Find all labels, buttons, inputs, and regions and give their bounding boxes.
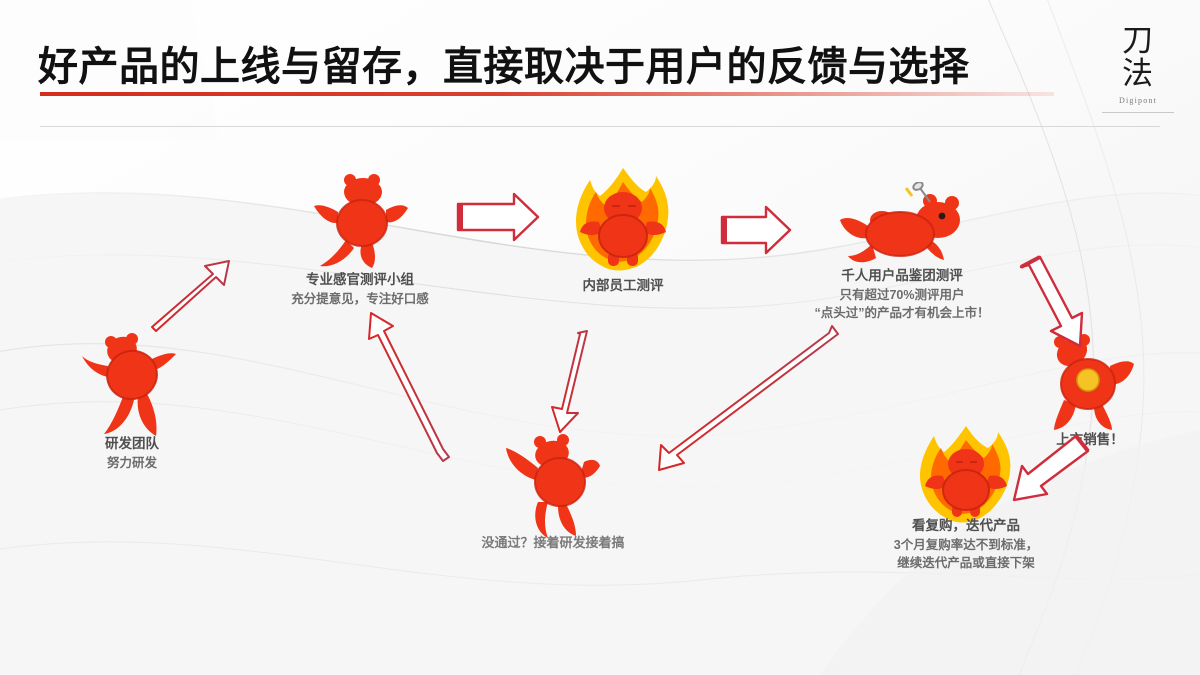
node-repurchase-caption: 看复购，迭代产品 3个月复购率达不到标准， 继续迭代产品或直接下架 [806,516,1126,573]
node-sensory-panel[interactable]: 专业感官测评小组 充分提意见，专注好口感 [291,168,429,306]
mascot-flaming-icon [920,426,1011,523]
mascot-crawling-icon [314,174,408,268]
node-sensory-panel-caption: 专业感官测评小组 充分提意见，专注好口感 [220,270,500,308]
node-user-panel-title: 千人用户品鉴团测评 [841,268,963,283]
node-retry-caption: 没通过？接着研发接着搞 [413,534,693,553]
node-sensory-panel-title: 专业感官测评小组 [306,272,414,287]
node-user-panel-sub2: “点头过”的产品才有机会上市！ [814,306,990,321]
node-user-panel-caption: 千人用户品鉴团测评 只有超过70%测评用户 “点头过”的产品才有机会上市！ [742,266,1062,323]
mascot-flaming-icon [576,168,669,271]
node-sensory-panel-sub: 充分提意见，专注好口感 [291,291,429,306]
node-retry-title: 没通过？接着研发接着搞 [481,535,625,550]
node-rd-team[interactable]: 研发团队 努力研发 [78,330,186,470]
mascot-climbing-icon [506,434,600,538]
node-repurchase[interactable]: 看复购，迭代产品 3个月复购率达不到标准， 继续迭代产品或直接下架 [894,424,1038,570]
node-internal-review-title: 内部员工测评 [582,278,664,293]
node-rd-team-caption: 研发团队 努力研发 [27,434,237,472]
node-retry[interactable]: 没通过？接着研发接着搞 [481,430,625,550]
node-user-panel-sub: 只有超过70%测评用户 [839,287,965,302]
coin-icon [1076,368,1100,392]
node-launch-title: 上市销售！ [1056,432,1124,447]
node-internal-review[interactable]: 内部员工测评 [568,166,678,293]
mascot-coin-icon [1054,334,1134,430]
mascot-running-icon [82,333,176,436]
node-repurchase-sub: 3个月复购率达不到标准， [893,537,1039,552]
mascot-reclining-icon [840,182,960,263]
spoon-icon [912,182,931,203]
node-rd-team-sub: 努力研发 [106,455,157,470]
node-rd-team-title: 研发团队 [105,436,159,451]
node-user-panel[interactable]: 千人用户品鉴团测评 只有超过70%测评用户 “点头过”的产品才有机会上市！ [814,182,990,320]
node-repurchase-title: 看复购，迭代产品 [912,518,1020,533]
node-repurchase-sub2: 继续迭代产品或直接下架 [897,556,1035,571]
node-launch-caption: 上市销售！ [1000,430,1180,450]
node-internal-review-caption: 内部员工测评 [513,276,733,296]
node-launch[interactable]: 上市销售！ [1040,330,1140,447]
